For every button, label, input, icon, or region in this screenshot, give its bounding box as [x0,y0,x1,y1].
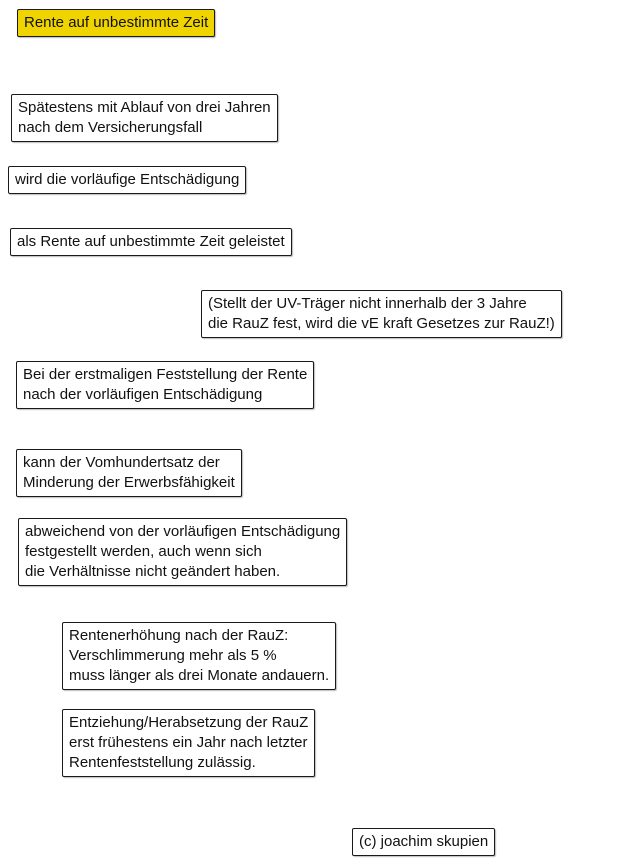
text-line: Rentenerhöhung nach der RauZ: [69,627,289,644]
text-line: wird die vorläufige Entschädigung [15,171,240,188]
text-line: nach der vorläufigen Entschädigung [23,386,263,403]
text-line: Entziehung/Herabsetzung der RauZ [69,714,309,731]
text-line: als Rente auf unbestimmte Zeit geleistet [17,233,285,250]
text-line: nach dem Versicherungsfall [18,119,203,136]
text-box-deadline: Spätestens mit Ablauf von drei Jahren nac… [11,94,278,142]
text-box-first-determination: Bei der erstmaligen Feststellung der Ren… [16,361,315,409]
text-line: die RauZ fest, wird die vE kraft Gesetze… [208,315,555,332]
text-box-note: (Stellt der UV-Träger nicht innerhalb de… [201,290,562,338]
text-line: (Stellt der UV-Träger nicht innerhalb de… [208,295,527,312]
text-line: die Verhältnisse nicht geändert haben. [25,563,281,580]
text-line: festgestellt werden, auch wenn sich [25,543,262,560]
title-box: Rente auf unbestimmte Zeit [17,9,216,37]
text-box-pension: als Rente auf unbestimmte Zeit geleistet [10,228,292,256]
title-text: Rente auf unbestimmte Zeit [24,14,209,31]
text-line: muss länger als drei Monate andauern. [69,667,330,684]
text-line: Minderung der Erwerbsfähigkeit [23,474,235,491]
text-line: Bei der erstmaligen Feststellung der Ren… [23,366,308,383]
text-line: abweichend von der vorläufigen Entschädi… [25,523,341,540]
text-line: erst frühestens ein Jahr nach letzter [69,734,308,751]
text-box-deviation: abweichend von der vorläufigen Entschädi… [18,518,348,586]
text-line: Verschlimmerung mehr als 5 % [69,647,277,664]
text-line: Rentenfeststellung zulässig. [69,754,256,771]
text-line: Spätestens mit Ablauf von drei Jahren [18,99,271,116]
text-box-provisional: wird die vorläufige Entschädigung [8,166,247,194]
copyright-box: (c) joachim skupien [352,828,496,856]
copyright-text: (c) joachim skupien [359,833,489,850]
text-line: kann der Vomhundertsatz der [23,454,220,471]
text-box-increase: Rentenerhöhung nach der RauZ: Verschlimme… [62,622,337,690]
text-box-withdrawal: Entziehung/Herabsetzung der RauZ erst frü… [62,709,316,777]
